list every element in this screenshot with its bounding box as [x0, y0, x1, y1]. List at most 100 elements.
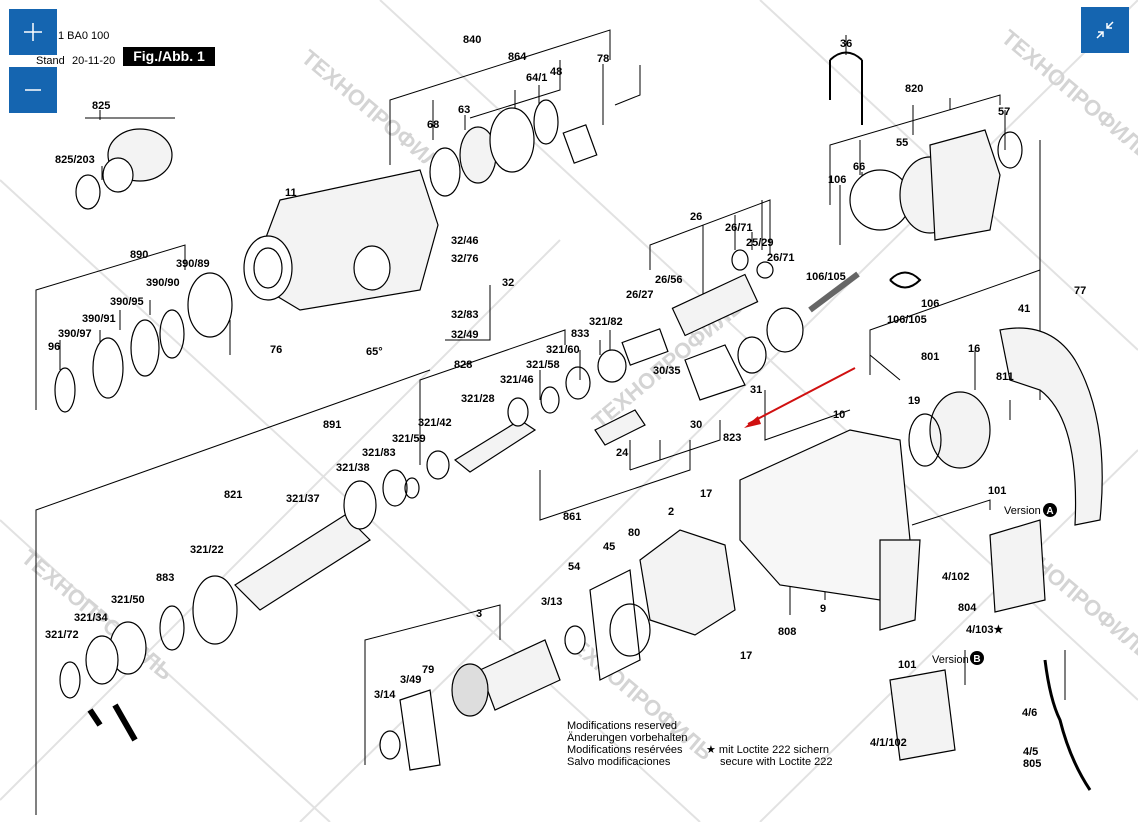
note-mod-en: Modifications reserved — [567, 720, 677, 732]
label-321-58: 321/58 — [526, 359, 560, 371]
fullscreen-toggle-button[interactable] — [1081, 7, 1129, 53]
label-390-89: 390/89 — [176, 258, 210, 270]
switch-a — [989, 519, 1046, 613]
stand-date: 20-11-20 — [72, 55, 116, 67]
collapse-arrows-icon — [1096, 21, 1114, 39]
label-4-6: 4/6 — [1022, 707, 1037, 719]
label-25-29: 25/29 — [746, 237, 774, 249]
label-19: 19 — [908, 395, 920, 407]
label-31: 31 — [750, 384, 762, 396]
label-32-49: 32/49 — [451, 329, 479, 341]
cable-4-5 — [1043, 659, 1092, 791]
part-drawings — [54, 51, 1103, 791]
chuck-drawing — [75, 128, 173, 210]
gear-housing-820 — [829, 51, 1023, 241]
label-3: 3 — [476, 608, 482, 620]
zoom-out-button[interactable] — [9, 67, 57, 113]
label-321-37: 321/37 — [286, 493, 320, 505]
label-96: 96 — [48, 341, 60, 353]
ring-set-864 — [429, 99, 598, 197]
label-55: 55 — [896, 137, 908, 149]
label-828: 828 — [454, 359, 472, 371]
label-3-49: 3/49 — [400, 674, 421, 686]
armature-3 — [379, 625, 586, 771]
handle-41 — [999, 327, 1103, 526]
label-390-90: 390/90 — [146, 277, 180, 289]
label-76: 76 — [270, 344, 282, 356]
label-390-91: 390/91 — [82, 313, 116, 325]
label-825-203: 825/203 — [55, 154, 95, 166]
label-820: 820 — [905, 83, 923, 95]
label-79: 79 — [422, 664, 434, 676]
version-a-badge — [1043, 503, 1057, 517]
label-26-71a: 26/71 — [725, 222, 753, 234]
label-16: 16 — [968, 343, 980, 355]
label-2: 2 — [668, 506, 674, 518]
label-77: 77 — [1074, 285, 1086, 297]
label-3-13: 3/13 — [541, 596, 562, 608]
note-mod-de: Änderungen vorbehalten — [567, 732, 687, 744]
label-833: 833 — [571, 328, 589, 340]
label-26: 26 — [690, 211, 702, 223]
label-861: 861 — [563, 511, 581, 523]
motor-housing-10 — [739, 391, 991, 631]
label-883: 883 — [156, 572, 174, 584]
label-36: 36 — [840, 38, 852, 50]
label-63: 63 — [458, 104, 470, 116]
label-106-105a: 106/105 — [806, 271, 846, 283]
label-54: 54 — [568, 561, 581, 573]
label-32-83: 32/83 — [451, 309, 479, 321]
footnotes: Modifications reserved Änderungen vorbeh… — [567, 720, 833, 768]
part-number: 1 BA0 100 — [58, 30, 110, 42]
label-17b: 17 — [740, 650, 752, 662]
label-101b: 101 — [898, 659, 916, 671]
label-26-71b: 26/71 — [767, 252, 795, 264]
label-321-82: 321/82 — [589, 316, 623, 328]
label-68: 68 — [427, 119, 439, 131]
zoom-in-button[interactable] — [9, 9, 57, 55]
stand-prefix: Stand — [36, 55, 65, 67]
label-30: 30 — [690, 419, 702, 431]
label-26-27: 26/27 — [626, 289, 654, 301]
label-805: 805 — [1023, 758, 1041, 770]
minus-icon — [25, 89, 41, 91]
spring-106 — [808, 271, 922, 313]
label-4-102: 4/102 — [942, 571, 970, 583]
label-48: 48 — [550, 66, 562, 78]
label-101a: 101 — [988, 485, 1006, 497]
figure-label: Fig./Abb. 1 — [123, 47, 215, 66]
label-801: 801 — [921, 351, 939, 363]
note-mod-fr: Modifications resérvées — [567, 744, 683, 756]
label-64-1: 64/1 — [526, 72, 547, 84]
label-106-105b: 106/105 — [887, 314, 927, 326]
label-41: 41 — [1018, 303, 1030, 315]
version-a-letter: A — [1046, 506, 1053, 517]
label-390-97: 390/97 — [58, 328, 92, 340]
label-840: 840 — [463, 34, 481, 46]
label-4-5: 4/5 — [1023, 746, 1038, 758]
ring-set-890 — [54, 272, 233, 413]
label-321-34: 321/34 — [74, 612, 109, 624]
label-808: 808 — [778, 626, 796, 638]
label-32-46: 32/46 — [451, 235, 479, 247]
label-32: 32 — [502, 277, 514, 289]
shaft-26 — [621, 249, 804, 401]
label-26-56: 26/56 — [655, 274, 683, 286]
plus-icon — [24, 23, 42, 41]
label-321-72: 321/72 — [45, 629, 79, 641]
label-825: 825 — [92, 100, 110, 112]
switch-b — [889, 669, 956, 761]
part-labels: 840 864 48 78 64/1 63 68 825 825/203 11 … — [45, 34, 1086, 770]
spindle-828 — [404, 349, 646, 499]
stator-2 — [589, 529, 736, 681]
label-4-103: 4/103★ — [966, 624, 1004, 636]
version-badges: A B — [970, 503, 1057, 665]
label-864: 864 — [508, 51, 527, 63]
label-106a: 106 — [828, 174, 846, 186]
label-45: 45 — [603, 541, 615, 553]
label-version-b: Version — [932, 654, 969, 666]
version-b-badge — [970, 651, 984, 665]
label-57: 57 — [998, 106, 1010, 118]
label-321-46: 321/46 — [500, 374, 534, 386]
